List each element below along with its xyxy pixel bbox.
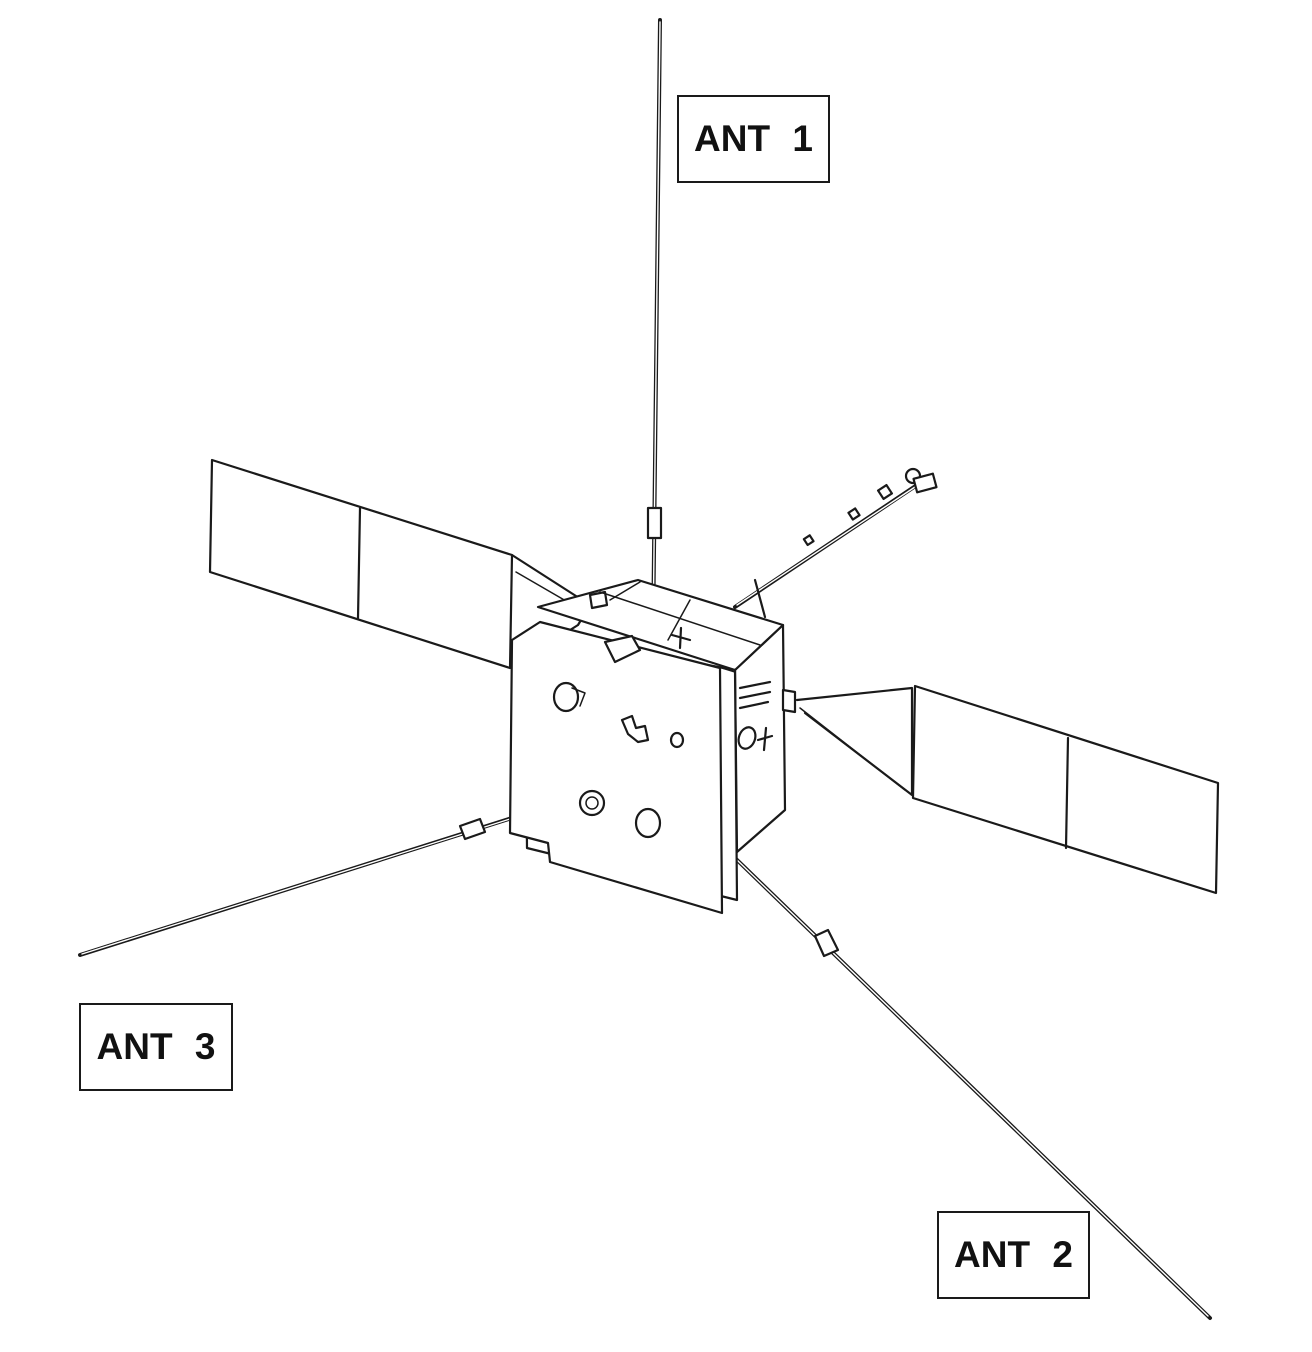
magnetometer-sensor: [912, 472, 938, 494]
front-aperture-2: [634, 807, 662, 839]
body-top-face: [536, 578, 785, 672]
antenna-1-connector: [646, 506, 663, 540]
front-aperture-1: [578, 789, 606, 817]
body-front-face: [508, 620, 724, 915]
label-ant-1: ANT 1: [677, 95, 830, 183]
antenna-3-rod: [78, 816, 514, 957]
spacecraft-body: [508, 578, 797, 915]
label-ant-3: ANT 3: [79, 1003, 233, 1091]
right-solar-array: [795, 684, 1220, 895]
antenna-2-rod: [733, 856, 1212, 1320]
antenna-3-connector: [458, 817, 487, 841]
magnetometer-boom: [733, 467, 938, 619]
antenna-2-connector: [813, 928, 840, 958]
front-port-1: [552, 681, 580, 713]
antenna-1-rod: [646, 18, 663, 642]
front-cluster: [620, 714, 650, 744]
left-solar-array: [208, 458, 592, 670]
label-ant-2: ANT 2: [937, 1211, 1090, 1299]
